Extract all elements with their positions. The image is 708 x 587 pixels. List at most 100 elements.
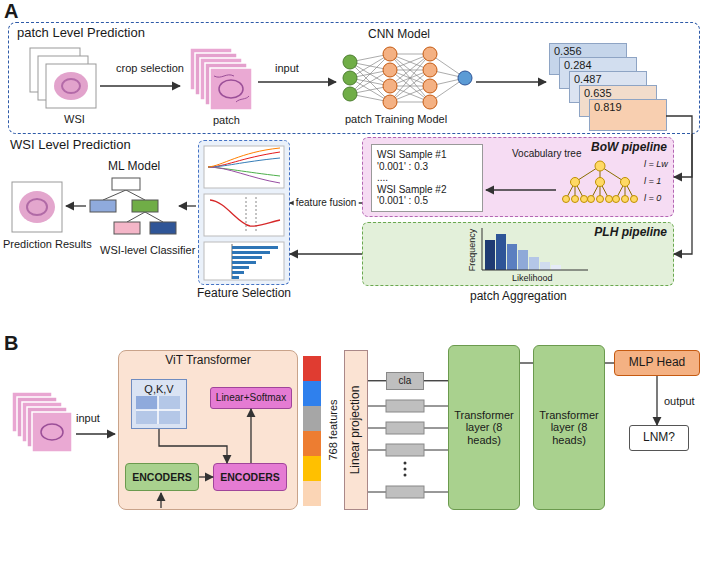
connector	[605, 362, 614, 363]
text-holder: Transformer layer (8 heads)	[449, 346, 519, 509]
connector	[290, 253, 362, 254]
annotation-label: l = 0	[644, 193, 661, 203]
feature-selection-charts	[204, 242, 284, 280]
flow-arrow	[76, 433, 115, 434]
vocabulary-tree	[596, 178, 605, 187]
prediction-slide	[12, 182, 62, 232]
feature-vector-strip	[303, 381, 321, 406]
annotation-label: WSI	[64, 113, 85, 126]
likelihood-histogram	[507, 244, 517, 270]
panel-letter: B	[4, 332, 18, 355]
neural-network-icon	[343, 71, 357, 85]
text-holder: BoW pipeline	[591, 141, 667, 155]
annotation-label: Frequency	[467, 229, 477, 272]
text-holder: Q,K,V	[144, 383, 173, 396]
softmax-box: Linear+Softmax	[210, 387, 292, 409]
flow-arrow	[486, 189, 556, 190]
text-holder: ENCODERS	[214, 464, 286, 490]
node-text: 0.356	[554, 45, 582, 58]
feature-selection-charts	[232, 271, 244, 274]
wsi-slide-stack	[46, 64, 96, 108]
annotation-label: Vocabulary tree	[512, 148, 582, 160]
projection-box: Linear projection	[344, 350, 368, 510]
panel-letter: A	[4, 0, 18, 23]
token-boxes	[404, 468, 407, 471]
text-holder: 0.356	[554, 45, 582, 58]
likelihood-histogram	[529, 257, 539, 270]
transformer-layer: Transformer layer (8 heads)	[533, 345, 605, 510]
sample-list-box: WSI Sample #1'0.001' : 0.3....WSI Sample…	[371, 144, 483, 212]
annotation-label: WSI-level Classifier	[100, 244, 195, 257]
node-text: BoW pipeline	[591, 141, 667, 155]
feature-vector-strip	[303, 456, 321, 481]
text-holder: 0.284	[564, 59, 592, 72]
text-holder: 0.819	[594, 101, 622, 114]
vocabulary-tree	[621, 178, 630, 187]
edge-label: output	[662, 394, 697, 407]
annotation-label: l = Lw	[644, 159, 668, 169]
patch-stack	[219, 80, 243, 98]
feature-vector-strip	[303, 356, 321, 381]
neural-network-icon	[343, 47, 472, 109]
likelihood-histogram	[518, 250, 528, 270]
decision-tree-icon	[114, 222, 140, 234]
text-holder: LNM?	[630, 426, 688, 450]
decision-tree-icon	[90, 200, 116, 212]
feature-selection-charts	[204, 146, 284, 280]
annotation-label: WSI Level Prediction	[10, 138, 131, 153]
feature-selection-charts	[232, 266, 249, 269]
qkv-grid	[136, 396, 158, 410]
connector	[674, 134, 692, 254]
annotation-label: input	[275, 62, 299, 75]
neural-network-icon	[383, 63, 397, 77]
mlp-head-box: MLP Head	[614, 350, 700, 376]
annotation-label: l = 1	[644, 176, 661, 186]
text-holder: Linear+Softmax	[211, 388, 291, 408]
token-boxes	[368, 400, 448, 498]
node-text: ....	[377, 172, 388, 184]
feature-selection-charts	[204, 194, 284, 236]
feature-selection-charts	[208, 158, 280, 167]
connector	[250, 409, 251, 463]
node-text: Transformer layer (8 heads)	[453, 409, 515, 447]
neural-network-icon	[343, 87, 357, 101]
node-text: cla	[399, 375, 412, 387]
feature-selection-charts	[232, 256, 262, 259]
vocabulary-tree	[622, 196, 629, 203]
feature-selection-charts	[204, 146, 284, 188]
neural-network-icon	[423, 95, 437, 109]
patch-stack	[41, 424, 63, 440]
token-boxes	[386, 400, 424, 412]
neural-network-icon	[423, 79, 437, 93]
text-holder: Feature Selection	[197, 287, 291, 301]
vocabulary-tree	[563, 196, 570, 203]
feature-selection-charts	[232, 251, 270, 254]
neural-network-icon	[383, 47, 397, 61]
qkv-grid	[136, 396, 180, 424]
annotation-label: crop selection	[116, 62, 184, 75]
leader-line	[666, 116, 692, 134]
token-boxes	[386, 422, 424, 434]
node-text: 0.819	[594, 101, 622, 114]
flow-arrow	[100, 85, 180, 86]
annotation-label: input	[76, 412, 100, 425]
vocabulary-tree	[595, 161, 605, 171]
feature-vector-strip	[303, 431, 321, 456]
annotation-label: Prediction Results	[3, 238, 92, 251]
qkv-grid	[136, 396, 180, 424]
node-text: Linear+Softmax	[216, 392, 286, 404]
vocabulary-tree	[581, 196, 588, 203]
node-text: PLH pipeline	[594, 226, 667, 240]
text-holder: patch Level Prediction	[17, 26, 145, 41]
flow-arrow	[476, 81, 546, 82]
node-text: Feature Selection	[197, 287, 291, 301]
token-boxes	[404, 474, 407, 477]
neural-network-icon	[458, 71, 472, 85]
connector	[520, 362, 533, 363]
text-holder: 0.635	[584, 87, 612, 100]
node-text: WSI Sample #2	[377, 184, 446, 196]
feature-vector-strip	[303, 356, 321, 506]
annotation-label: 768 features	[327, 399, 340, 460]
feature-selection-charts	[208, 167, 280, 183]
